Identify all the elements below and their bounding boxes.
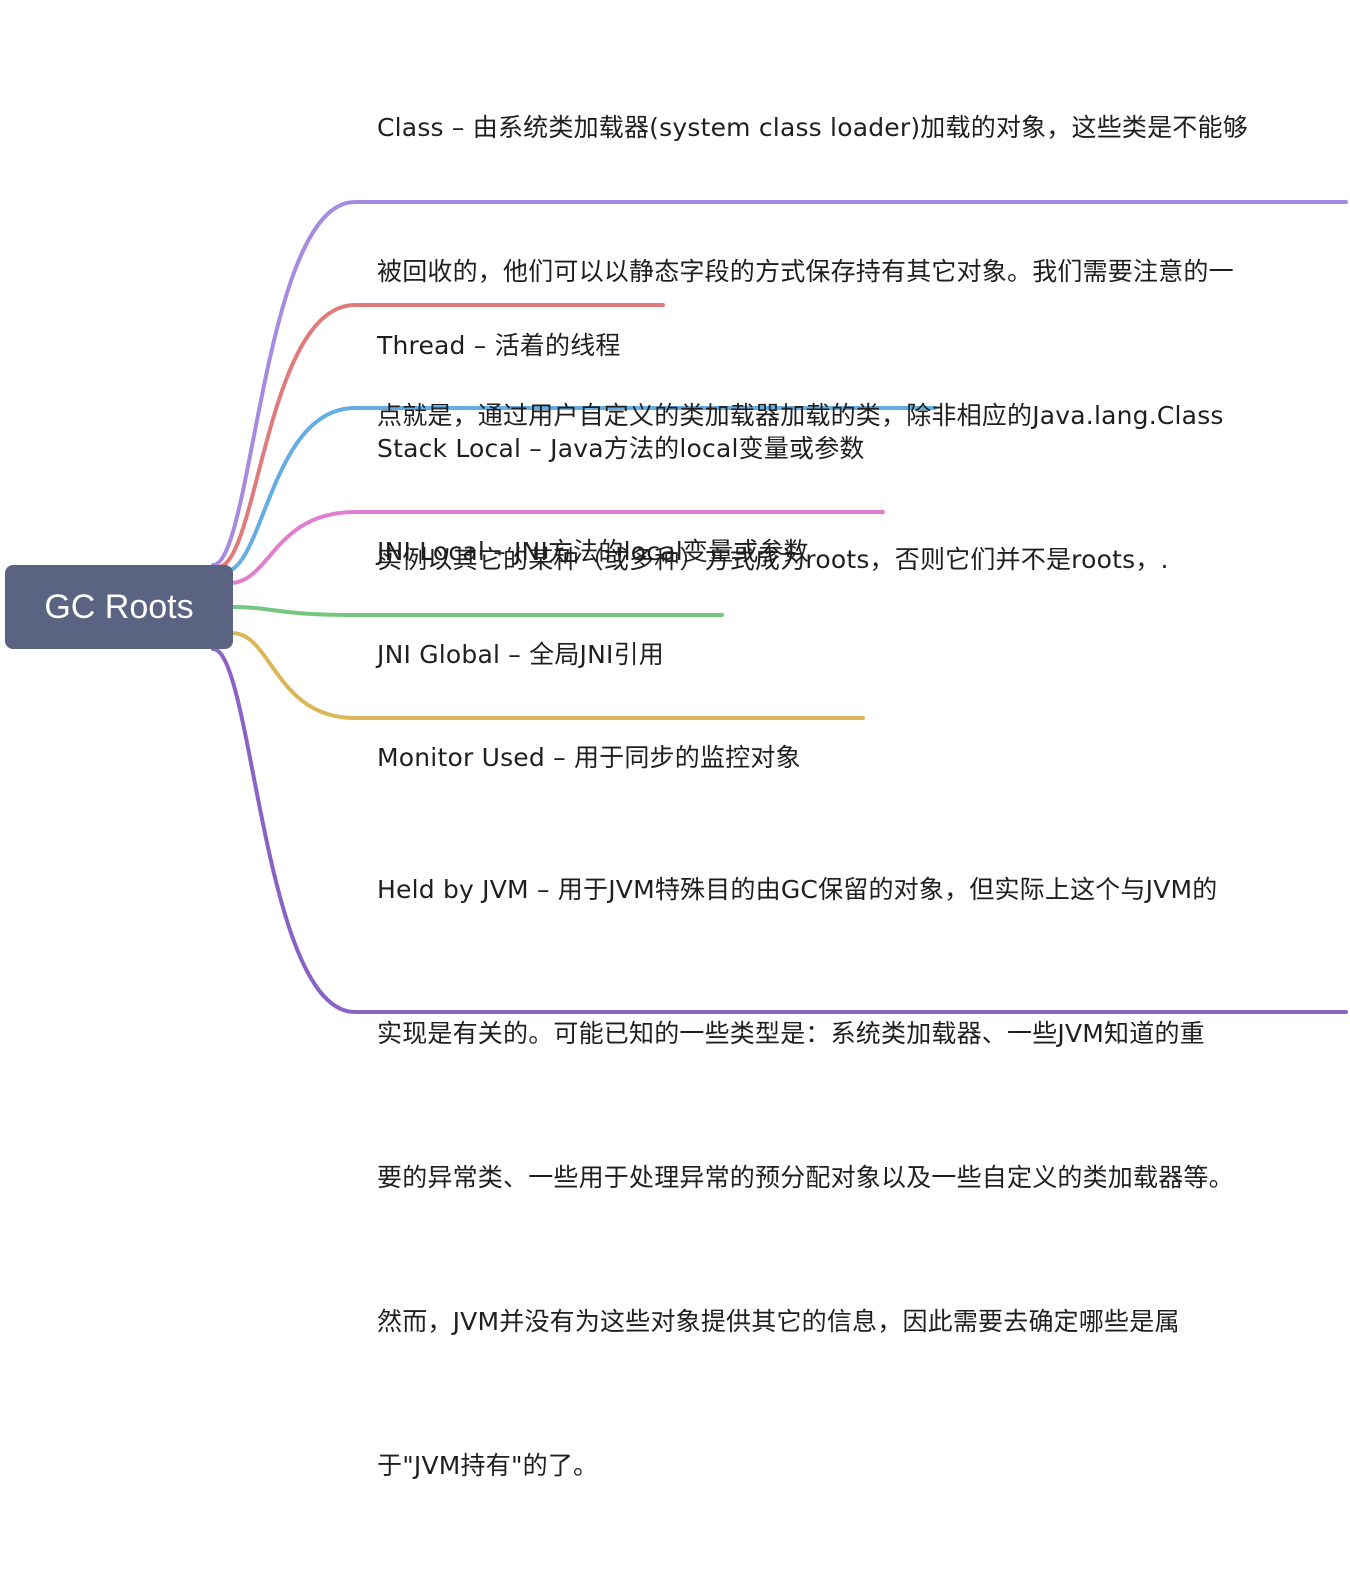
- branch-class-text[interactable]: Class – 由系统类加载器(system class loader)加载的对…: [377, 8, 1248, 680]
- branch-thread-line: Thread – 活着的线程: [377, 331, 621, 360]
- branch-class-line: 实例以其它的某种（或多种）方式成为roots，否则它们并不是roots，.: [377, 545, 1169, 574]
- branch-thread-text[interactable]: Thread – 活着的线程: [377, 261, 621, 431]
- root-label: GC Roots: [44, 587, 194, 626]
- branch-held-by-jvm-line: 于"JVM持有"的了。: [377, 1451, 599, 1480]
- branch-held-by-jvm-line: 实现是有关的。可能已知的一些类型是：系统类加载器、一些JVM知道的重: [377, 1019, 1205, 1048]
- branch-held-by-jvm-line: 然而，JVM并没有为这些对象提供其它的信息，因此需要去确定哪些是属: [377, 1307, 1180, 1336]
- branch-monitor-used-text[interactable]: Monitor Used – 用于同步的监控对象: [377, 673, 801, 843]
- connector-monitor-used: [230, 631, 865, 720]
- branch-class-line: 被回收的，他们可以以静态字段的方式保存持有其它对象。我们需要注意的一: [377, 257, 1234, 286]
- root-node[interactable]: GC Roots: [5, 565, 233, 649]
- branch-jni-local-line: JNI Local – JNI方法的local变量或参数: [377, 537, 809, 566]
- connector-class: [211, 200, 1348, 567]
- branch-stack-local-text[interactable]: Stack Local – Java方法的local变量或参数: [377, 364, 865, 534]
- connector-stack-local: [222, 406, 937, 574]
- mind-map: GC Roots Class – 由系统类加载器(system class lo…: [5, 8, 1348, 1480]
- branch-held-by-jvm-line: 要的异常类、一些用于处理异常的预分配对象以及一些自定义的类加载器等。: [377, 1163, 1234, 1192]
- branch-stack-local-line: Stack Local – Java方法的local变量或参数: [377, 434, 865, 463]
- branch-jni-global-line: JNI Global – 全局JNI引用: [377, 640, 664, 669]
- branch-jni-local-text[interactable]: JNI Local – JNI方法的local变量或参数: [377, 467, 809, 637]
- connector-jni-local: [228, 510, 885, 585]
- branch-held-by-jvm-text[interactable]: Held by JVM – 用于JVM特殊目的由GC保留的对象，但实际上这个与J…: [377, 770, 1234, 1586]
- branch-jni-global-text[interactable]: JNI Global – 全局JNI引用: [377, 570, 664, 740]
- branch-class-line: 点就是，通过用户自定义的类加载器加载的类，除非相应的Java.lang.Clas…: [377, 401, 1224, 430]
- connector-thread: [216, 303, 665, 569]
- branch-held-by-jvm-line: Held by JVM – 用于JVM特殊目的由GC保留的对象，但实际上这个与J…: [377, 875, 1218, 904]
- connector-held-by-jvm: [211, 647, 1348, 1014]
- branch-class-line: Class – 由系统类加载器(system class loader)加载的对…: [377, 113, 1248, 142]
- branch-monitor-used-line: Monitor Used – 用于同步的监控对象: [377, 743, 801, 772]
- connector-jni-global: [231, 605, 724, 617]
- connector-layer: [211, 200, 1348, 1014]
